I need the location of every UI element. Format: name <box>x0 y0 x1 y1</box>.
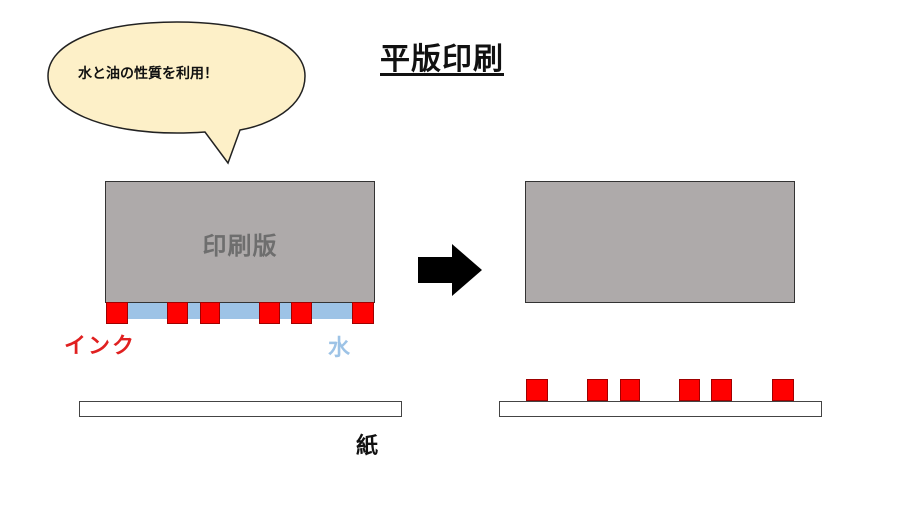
callout-text: 水と油の性質を利用！ <box>78 66 218 82</box>
paper-right <box>499 401 822 417</box>
printed-ink <box>526 379 548 401</box>
ink-label: インク <box>64 334 137 359</box>
printing-plate-left <box>105 181 375 303</box>
printed-ink <box>679 379 700 401</box>
ink-spot <box>259 302 280 324</box>
printed-ink <box>772 379 794 401</box>
water-label: 水 <box>328 336 351 361</box>
ink-spot <box>291 302 312 324</box>
page-title: 平版印刷 <box>380 42 504 77</box>
plate-label: 印刷版 <box>202 232 278 260</box>
water-layer <box>106 303 374 319</box>
printed-ink <box>620 379 640 401</box>
ink-spot <box>352 302 374 324</box>
paper-label: 紙 <box>356 434 379 459</box>
ink-spot <box>167 302 188 324</box>
ink-spot <box>200 302 220 324</box>
printing-plate-right <box>525 181 795 303</box>
printed-ink <box>711 379 732 401</box>
paper-left <box>79 401 402 417</box>
speech-bubble <box>47 21 306 165</box>
printed-ink <box>587 379 608 401</box>
right-arrow-icon <box>418 244 482 296</box>
ink-spot <box>106 302 128 324</box>
